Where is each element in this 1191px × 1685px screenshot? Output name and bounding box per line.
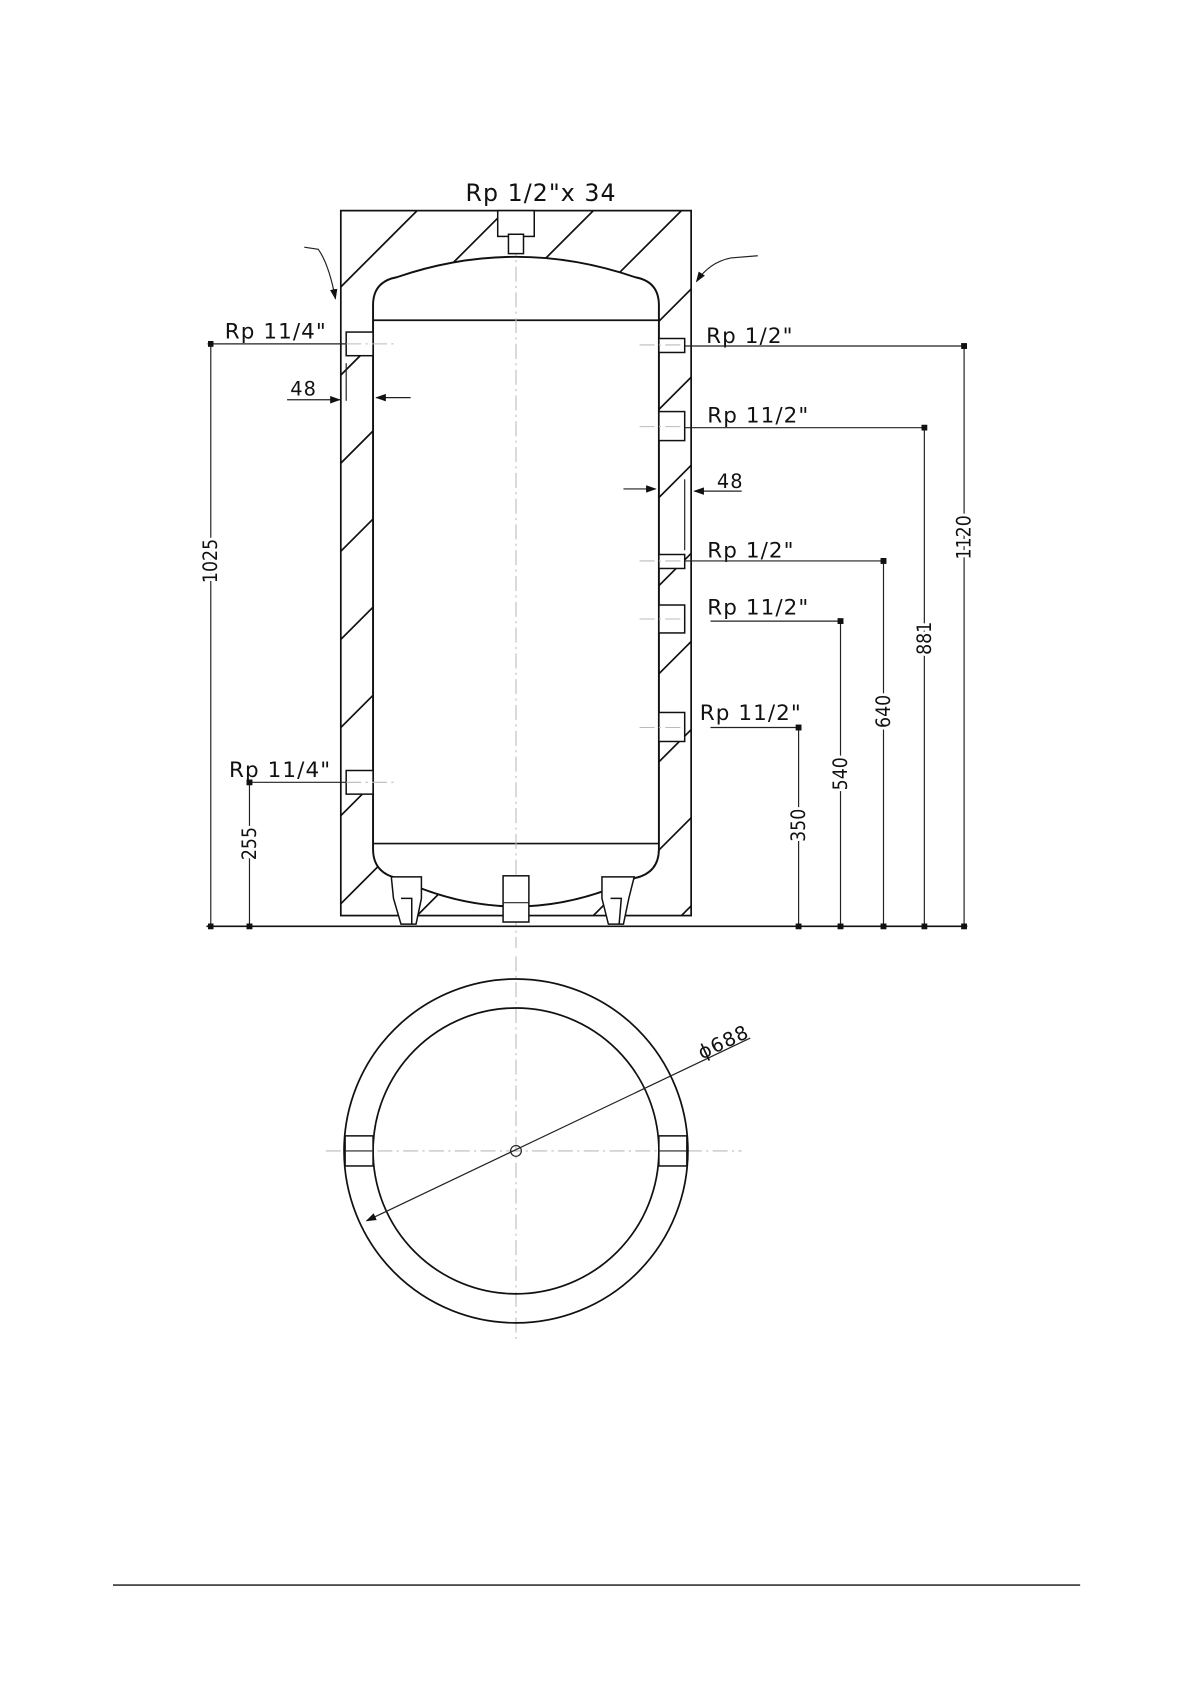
right-connection-label-5: Rp 11/2" [700,701,802,726]
right-connection-label-4: Rp 11/2" [707,596,809,621]
height-label-640: 640 [872,695,895,728]
hatch-line [0,107,432,967]
diameter-label: ϕ688 [694,1020,753,1064]
left-lower-connection-label: Rp 11/4" [229,758,331,783]
left-insulation-leader [304,247,335,299]
right-insulation-thickness: 48 [717,470,744,493]
right-connection-label-2: Rp 11/2" [707,403,809,428]
top-connection-label: Rp 1/2"x 34 [465,179,616,207]
right-nozzle-2 [659,412,685,441]
height-label-350: 350 [787,809,810,842]
elevation-view: Rp 1/2"x 34 Rp 11/4" 48 Rp 11/4" Rp 1/2"… [0,107,1191,967]
bottom-nozzle [503,876,529,922]
height-label-left-upper: 1025 [199,539,222,583]
height-label-540: 540 [829,757,852,790]
top-nozzle [498,211,535,254]
left-insulation-thickness: 48 [290,377,317,400]
hatch-line [630,107,1191,967]
right-connection-label-3: Rp 1/2" [707,539,794,564]
height-label-1120: 1120 [953,515,976,559]
plan-view: ϕ688 [326,956,753,1343]
height-label-left-lower: 255 [238,827,261,860]
right-insulation-leader [697,256,758,282]
left-foot [391,877,421,924]
right-foot [602,877,634,924]
right-connection-label-1: Rp 1/2" [706,324,793,349]
diameter-dim-line [367,1038,751,1221]
left-upper-connection-label: Rp 11/4" [225,320,327,345]
height-label-881: 881 [913,622,936,655]
hatch-line [0,107,344,967]
